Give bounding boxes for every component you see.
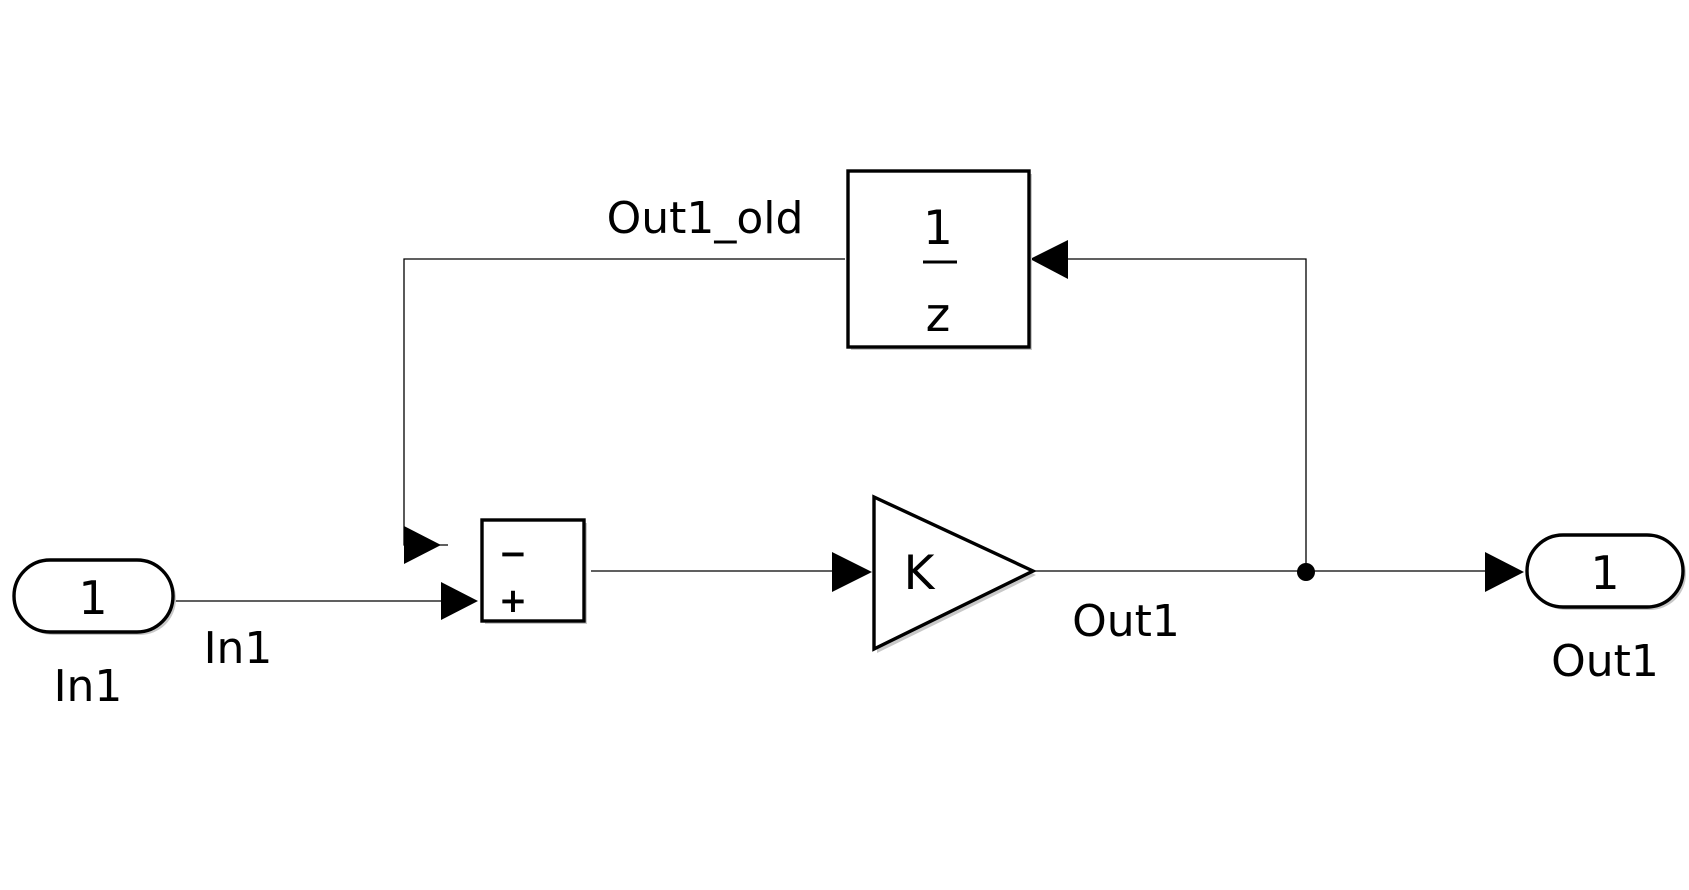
wire-feedback[interactable]	[403, 258, 845, 546]
sum-block[interactable]: − +	[480, 518, 587, 624]
signal-label-feedback: Out1_old	[607, 193, 804, 244]
wire-feedback-branch[interactable]	[1068, 258, 1307, 571]
delay-numerator: 1	[923, 201, 953, 256]
outport-number: 1	[1590, 546, 1619, 600]
signal-wires	[174, 258, 1485, 602]
gain-block[interactable]: K	[872, 494, 1037, 653]
arrow-sum-minus-head	[404, 526, 441, 564]
arrowheads	[404, 240, 1524, 620]
delay-denominator: z	[926, 288, 951, 343]
arrow-gain-head	[832, 552, 872, 592]
delay-block[interactable]: 1 z	[846, 169, 1032, 350]
signal-label-output: Out1	[1072, 596, 1180, 647]
arrow-sum-plus-head	[441, 582, 478, 620]
branch-point	[1297, 563, 1315, 581]
inport-number: 1	[78, 571, 107, 625]
inport-block[interactable]: 1	[12, 558, 176, 635]
sum-sign-plus: +	[499, 581, 528, 621]
arrow-outport-head	[1485, 552, 1524, 592]
gain-label: K	[904, 546, 936, 601]
signal-label-input: In1	[204, 623, 273, 674]
outport-name: Out1	[1551, 636, 1659, 687]
outport-block[interactable]: 1	[1525, 533, 1686, 610]
arrow-delay-head	[1030, 240, 1068, 279]
inport-name: In1	[54, 661, 123, 712]
sum-sign-minus: −	[499, 534, 528, 574]
